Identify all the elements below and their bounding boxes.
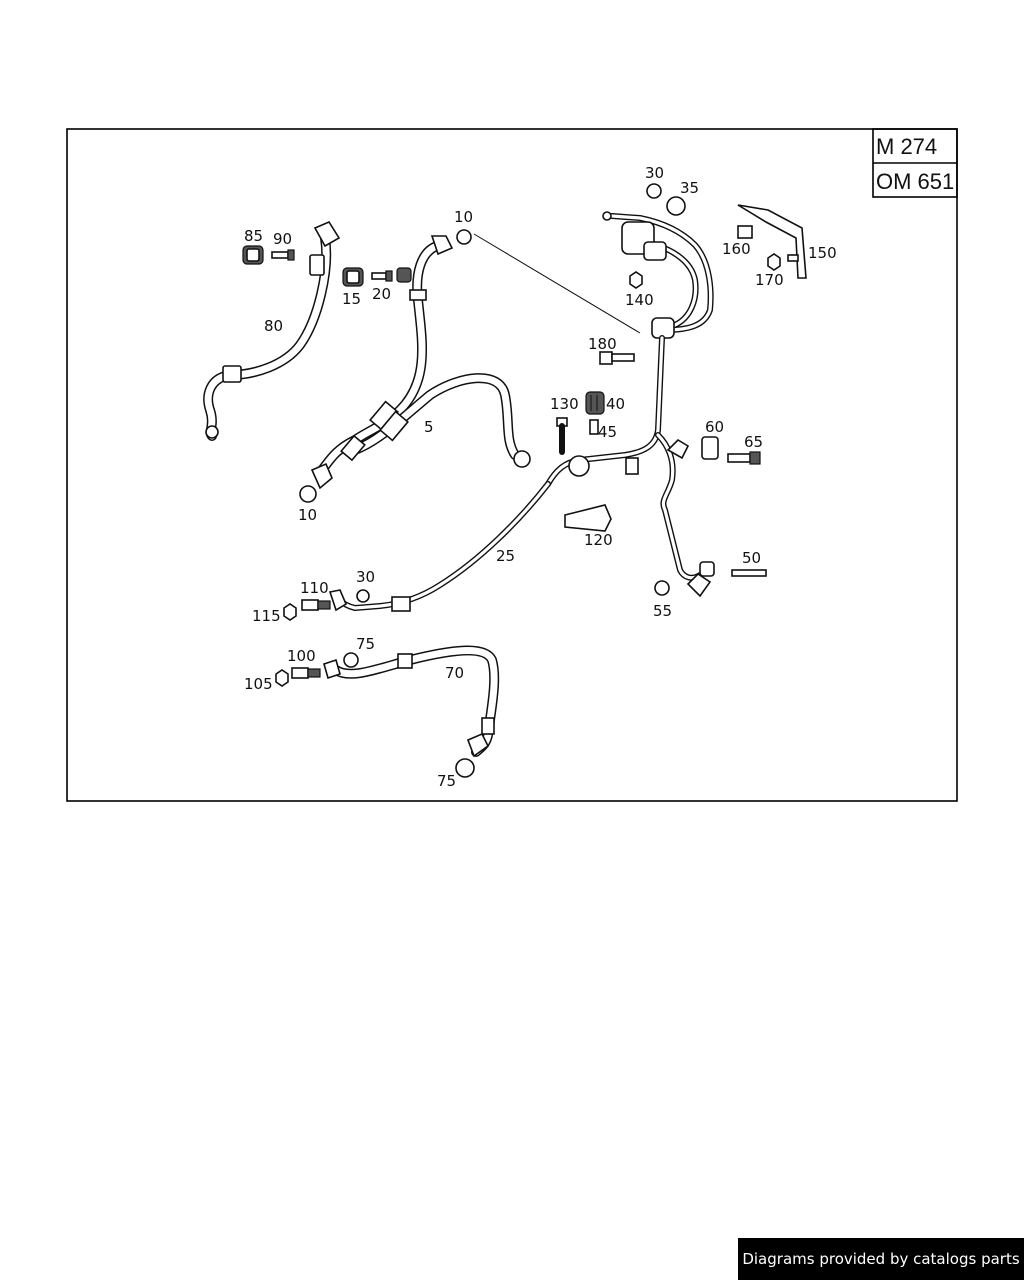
- label-30b: 30: [356, 568, 375, 586]
- label-105: 105: [244, 675, 273, 693]
- cap-small: [396, 267, 412, 283]
- label-90: 90: [273, 230, 292, 248]
- bolt-65: [727, 451, 761, 465]
- oring-30a: [646, 183, 662, 199]
- engine-code-om651: OM 651: [876, 169, 954, 194]
- label-115: 115: [252, 607, 281, 625]
- label-160: 160: [722, 240, 751, 258]
- nut-170: [767, 253, 781, 271]
- credit-banner: Diagrams provided by catalogs parts: [738, 1238, 1024, 1280]
- engine-code-m274: M 274: [876, 134, 937, 159]
- stud-150: [787, 254, 799, 262]
- bolt-100: [291, 667, 321, 679]
- label-180: 180: [588, 335, 617, 353]
- pipe-25: [328, 481, 551, 612]
- stud-50: [731, 569, 767, 577]
- label-110: 110: [300, 579, 329, 597]
- oring-35: [666, 196, 686, 216]
- label-100: 100: [287, 647, 316, 665]
- label-120: 120: [584, 531, 613, 549]
- label-10a: 10: [454, 208, 473, 226]
- label-20: 20: [372, 285, 391, 303]
- clip-160: [737, 225, 753, 239]
- valve-90: [271, 249, 295, 261]
- label-45: 45: [598, 423, 617, 441]
- bracket-120: [564, 504, 612, 532]
- diagram-frame: [66, 128, 958, 802]
- label-55: 55: [653, 602, 672, 620]
- bolt-180: [599, 351, 635, 365]
- label-15: 15: [342, 290, 361, 308]
- cap-85: [242, 245, 264, 265]
- nut-105: [275, 669, 289, 687]
- leader-10: [473, 233, 641, 334]
- label-170: 170: [755, 271, 784, 289]
- bolt-110: [301, 599, 331, 611]
- label-50: 50: [742, 549, 761, 567]
- oring-75b: [455, 758, 475, 778]
- label-150: 150: [808, 244, 837, 262]
- clip-60: [701, 436, 719, 460]
- oring-30b: [356, 589, 370, 603]
- pipe-assembly-upper: [602, 211, 714, 339]
- hose-5: [310, 235, 531, 490]
- label-80: 80: [264, 317, 283, 335]
- hose-70: [323, 645, 500, 758]
- pipe-vertical: [545, 335, 715, 598]
- label-10b: 10: [298, 506, 317, 524]
- oring-10a: [456, 229, 472, 245]
- engine-code-box: M 274 OM 651: [872, 128, 958, 198]
- label-85: 85: [244, 227, 263, 245]
- label-60: 60: [705, 418, 724, 436]
- label-25: 25: [496, 547, 515, 565]
- hose-80: [203, 220, 341, 441]
- label-140: 140: [625, 291, 654, 309]
- valve-20: [371, 270, 393, 282]
- oring-10b: [299, 485, 317, 503]
- label-35: 35: [680, 179, 699, 197]
- label-75a: 75: [356, 635, 375, 653]
- bracket-150: [737, 204, 807, 279]
- label-5: 5: [424, 418, 434, 436]
- label-65: 65: [744, 433, 763, 451]
- nut-40: [585, 391, 605, 415]
- oring-75a: [343, 652, 359, 668]
- label-40: 40: [606, 395, 625, 413]
- nut-55: [654, 580, 670, 596]
- label-130: 130: [550, 395, 579, 413]
- cap-15: [342, 267, 364, 287]
- part-labels: 5 10 10 15 20 25 30 30 35 40 45 50 55 60…: [244, 164, 837, 790]
- label-70: 70: [445, 664, 464, 682]
- label-75b: 75: [437, 772, 456, 790]
- nut-140: [629, 271, 643, 289]
- label-30a: 30: [645, 164, 664, 182]
- nut-115: [283, 603, 297, 621]
- bolt-130: [556, 417, 568, 455]
- valve-45: [589, 419, 599, 435]
